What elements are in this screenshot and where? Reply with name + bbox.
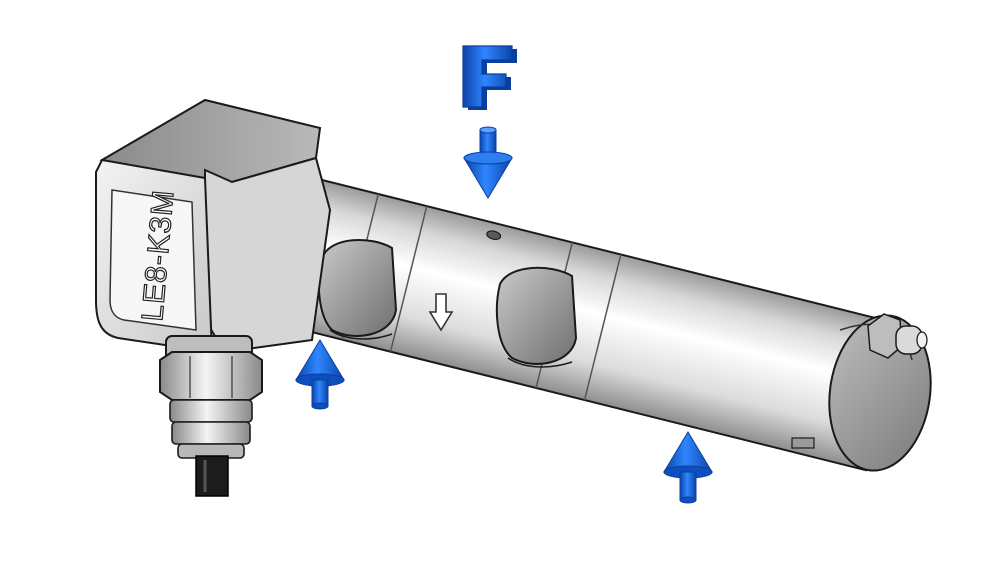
force-label: F xyxy=(462,45,517,110)
side-pad-right xyxy=(495,266,578,368)
grease-nipple xyxy=(867,313,928,359)
housing-label: LE8-K3M xyxy=(136,188,180,322)
up-arrow-icon xyxy=(663,431,713,504)
connector-housing: LE8-K3M xyxy=(95,98,332,354)
up-arrow-icon xyxy=(295,339,345,410)
side-pad-left xyxy=(317,239,398,340)
cable xyxy=(195,455,229,497)
down-arrow-icon xyxy=(463,126,513,199)
cable-gland xyxy=(159,335,263,459)
down-arrow-outline-icon xyxy=(428,293,454,332)
